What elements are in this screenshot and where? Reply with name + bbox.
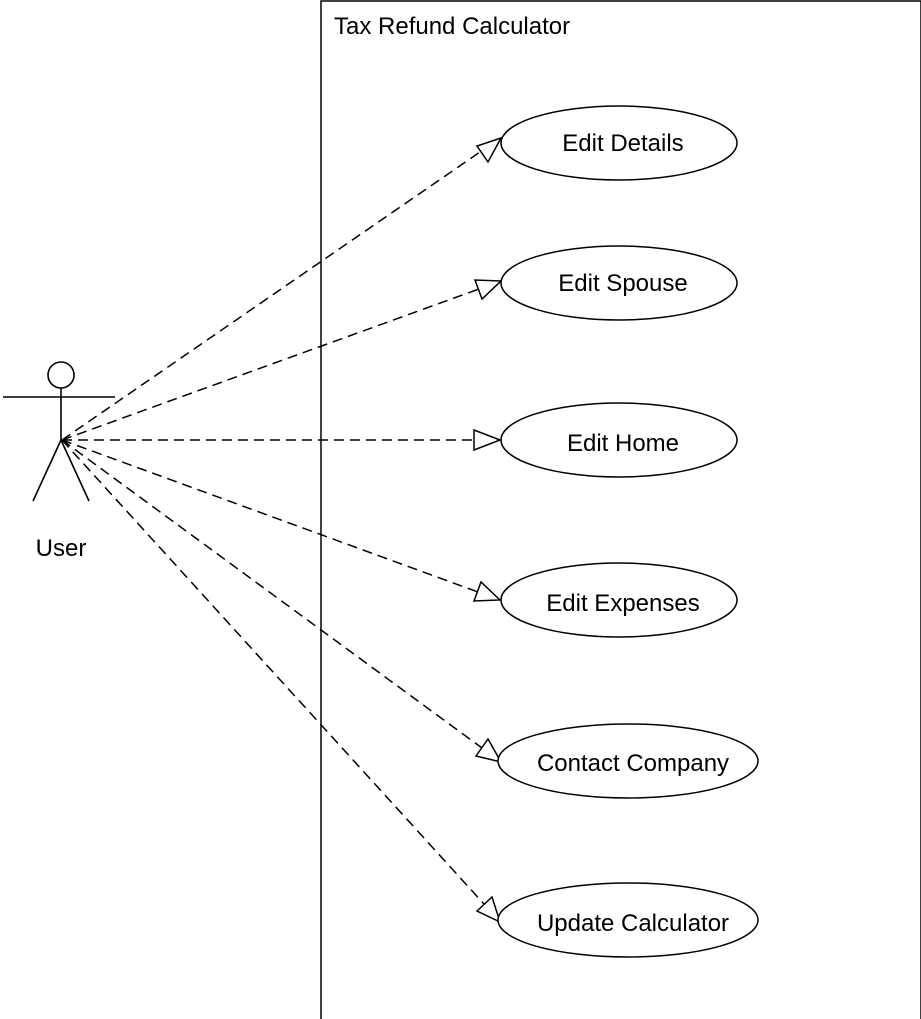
use-case-edit-expenses[interactable]: Edit Expenses — [500, 562, 738, 638]
edge-user-edit-details[interactable] — [61, 136, 503, 441]
use-case-edit-home[interactable]: Edit Home — [500, 402, 738, 478]
actor-user[interactable]: User — [3, 361, 115, 562]
system-boundary[interactable]: Tax Refund Calculator — [320, 0, 921, 1019]
use-case-edit-spouse[interactable]: Edit Spouse — [500, 245, 738, 321]
use-case-edit-details[interactable]: Edit Details — [500, 105, 738, 181]
actor-label: User — [36, 535, 87, 562]
edge-user-edit-spouse[interactable] — [61, 279, 503, 441]
system-boundary-frame — [320, 0, 921, 1019]
edge-user-edit-expenses[interactable] — [61, 439, 502, 602]
use-case-label: Edit Details — [562, 130, 683, 157]
use-case-label: Edit Spouse — [558, 270, 687, 297]
actor-icon — [3, 361, 115, 502]
use-case-label: Contact Company — [537, 750, 729, 777]
edge-user-update-calculator[interactable] — [61, 439, 502, 924]
use-case-label: Update Calculator — [537, 910, 729, 937]
edge-user-edit-home[interactable] — [62, 428, 503, 452]
use-cases: Edit Details Edit Spouse Edit Home Edit … — [497, 105, 759, 958]
use-case-update-calculator[interactable]: Update Calculator — [497, 882, 759, 958]
use-case-label: Edit Expenses — [546, 590, 699, 617]
actor-right-leg — [60, 439, 90, 502]
edge-user-contact-company[interactable] — [61, 439, 503, 764]
system-title: Tax Refund Calculator — [334, 13, 570, 40]
use-case-label: Edit Home — [567, 430, 679, 457]
relationships — [61, 136, 503, 924]
actor-head — [47, 361, 75, 389]
use-case-contact-company[interactable]: Contact Company — [497, 723, 759, 799]
actor-left-leg — [32, 439, 62, 502]
